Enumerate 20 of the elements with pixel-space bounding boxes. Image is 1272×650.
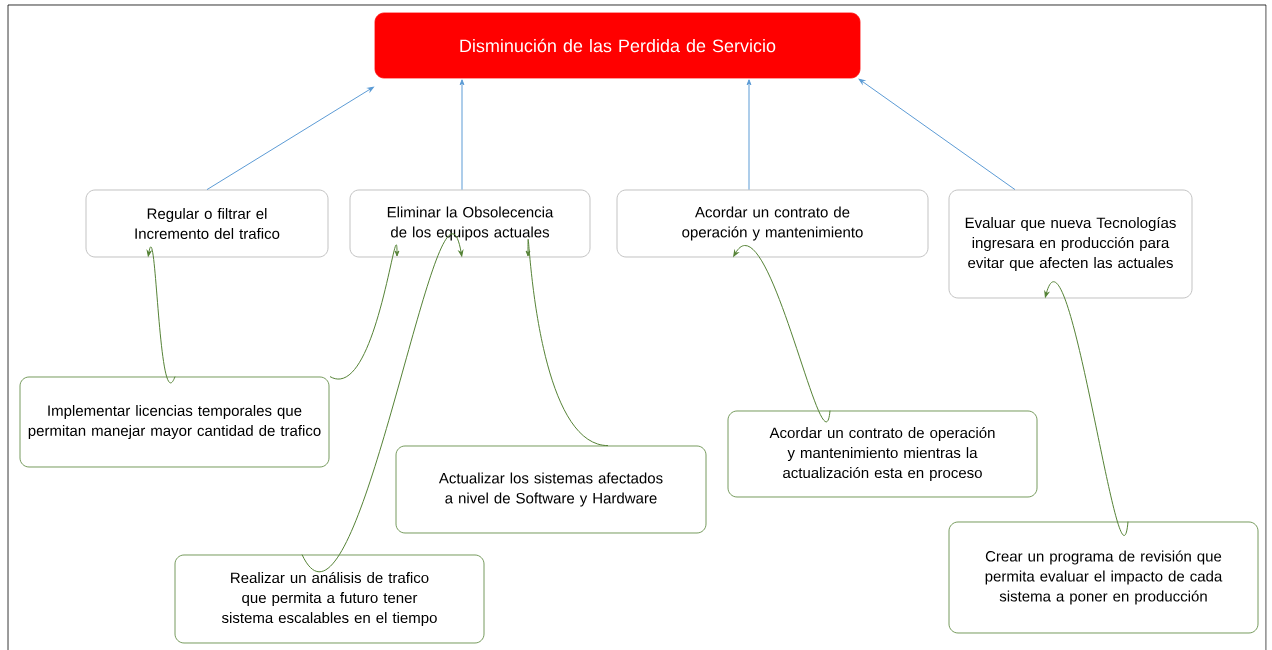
text-box: Eliminar la Obsolecencia de los equipos actuales [349,189,591,258]
arrow [525,239,609,447]
arrow [206,86,374,191]
text-box: Realizar un análisis de trafico que permita a futuro tener sistema escalables en el tiempo [174,554,485,644]
arrow [858,78,1016,191]
arrow [146,246,176,384]
title-box: Disminución de las Perdida de Servicio [374,12,861,79]
text-box: Crear un programa de revisión que permita evaluar el impacto de cada sistema a poner en producción [948,521,1259,634]
arrow [1044,281,1129,536]
arrow [301,234,464,572]
arrow [329,244,400,380]
text-box: Implementar licencias temporales que permitan manejar mayor cantidad de trafico [19,376,330,468]
text-box: Evaluar que nueva Tecnologías ingresara en producción para evitar que afecten las actuales [948,189,1193,299]
text-box: Acordar un contrato de operación y mantenimiento [616,189,929,258]
text-box: Acordar un contrato de operación y mantenimiento mientras la actualización esta en proceso [727,410,1038,498]
text-box: Regular o filtrar el Incremento del trafico [85,189,329,258]
arrow [459,79,465,191]
arrow [746,79,752,191]
arrow [733,245,831,422]
text-box: Actualizar los sistemas afectados a nivel de Software y Hardware [395,445,707,534]
